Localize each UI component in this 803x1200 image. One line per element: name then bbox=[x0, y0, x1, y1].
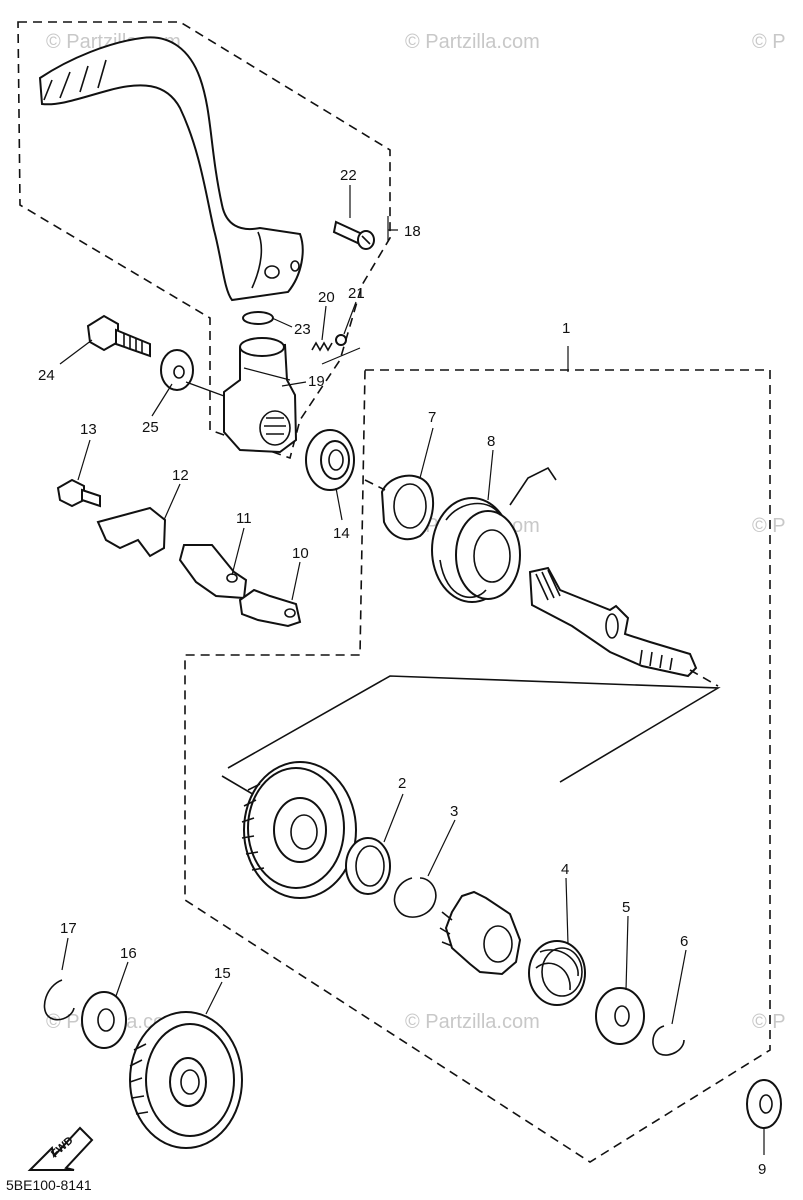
callout-6: 6 bbox=[680, 933, 688, 950]
ratchet-guide-7 bbox=[380, 474, 435, 541]
callout-5: 5 bbox=[622, 899, 630, 916]
callout-23: 23 bbox=[294, 321, 311, 338]
kick-boss-19 bbox=[223, 337, 298, 454]
callout-12: 12 bbox=[172, 467, 189, 484]
callout-22: 22 bbox=[340, 167, 357, 184]
callout-7: 7 bbox=[428, 409, 436, 426]
callout-10: 10 bbox=[292, 545, 309, 562]
bolt-22 bbox=[332, 220, 375, 250]
fwd-arrow-icon bbox=[27, 1126, 94, 1171]
circlip-3 bbox=[393, 877, 437, 918]
callout-8: 8 bbox=[487, 433, 495, 450]
watermark: © P bbox=[752, 31, 786, 53]
bolt-24 bbox=[86, 314, 151, 358]
callout-14: 14 bbox=[333, 525, 350, 542]
callout-18: 18 bbox=[404, 223, 421, 240]
spring-4 bbox=[528, 940, 586, 1006]
diagram-code: 5BE100-8141 bbox=[6, 1177, 92, 1193]
washer-2 bbox=[345, 837, 391, 895]
bolt-13 bbox=[56, 478, 101, 508]
callout-11: 11 bbox=[236, 510, 252, 527]
shaft-centerline bbox=[364, 479, 719, 687]
callout-17: 17 bbox=[60, 920, 77, 937]
callout-3: 3 bbox=[450, 803, 458, 820]
circlip-6 bbox=[652, 1025, 685, 1056]
watermark: © Partzilla.com bbox=[405, 1011, 540, 1033]
callout-19: 19 bbox=[308, 373, 325, 390]
watermark: © P bbox=[752, 515, 786, 537]
ball-21 bbox=[335, 334, 347, 346]
watermark: © Partzilla.com bbox=[405, 31, 540, 53]
spring-20 bbox=[311, 341, 333, 352]
ratchet-wheel bbox=[439, 890, 522, 976]
oil-seal-14 bbox=[305, 429, 355, 491]
idle-gear-15 bbox=[129, 1011, 243, 1149]
washer-25 bbox=[160, 349, 194, 391]
callout-13: 13 bbox=[80, 421, 97, 438]
callout-1: 1 bbox=[562, 320, 570, 337]
watermark: © P bbox=[752, 1011, 786, 1033]
stopper-10 bbox=[238, 588, 302, 628]
kick-lever bbox=[38, 36, 304, 302]
callout-20: 20 bbox=[318, 289, 335, 306]
callout-9: 9 bbox=[758, 1161, 766, 1178]
circlip-17 bbox=[43, 979, 75, 1021]
washer-23 bbox=[242, 311, 274, 325]
kick-shaft-assembly-outline bbox=[184, 369, 771, 1163]
guide-11 bbox=[178, 544, 248, 600]
plate-12 bbox=[96, 506, 167, 558]
torsion-spring-8 bbox=[431, 466, 557, 603]
washer-5 bbox=[595, 987, 645, 1045]
washer-16 bbox=[81, 991, 127, 1049]
washer-9 bbox=[746, 1079, 782, 1129]
kick-shaft bbox=[528, 566, 698, 678]
callout-15: 15 bbox=[214, 965, 231, 982]
callout-4: 4 bbox=[561, 861, 569, 878]
callout-21: 21 bbox=[348, 285, 365, 302]
kick-gear bbox=[241, 761, 357, 899]
callout-16: 16 bbox=[120, 945, 137, 962]
callout-2: 2 bbox=[398, 775, 406, 792]
callout-25: 25 bbox=[142, 419, 159, 436]
leader-lines bbox=[59, 185, 765, 1155]
kick-lever-assembly-outline bbox=[17, 21, 391, 460]
callout-24: 24 bbox=[38, 367, 55, 384]
